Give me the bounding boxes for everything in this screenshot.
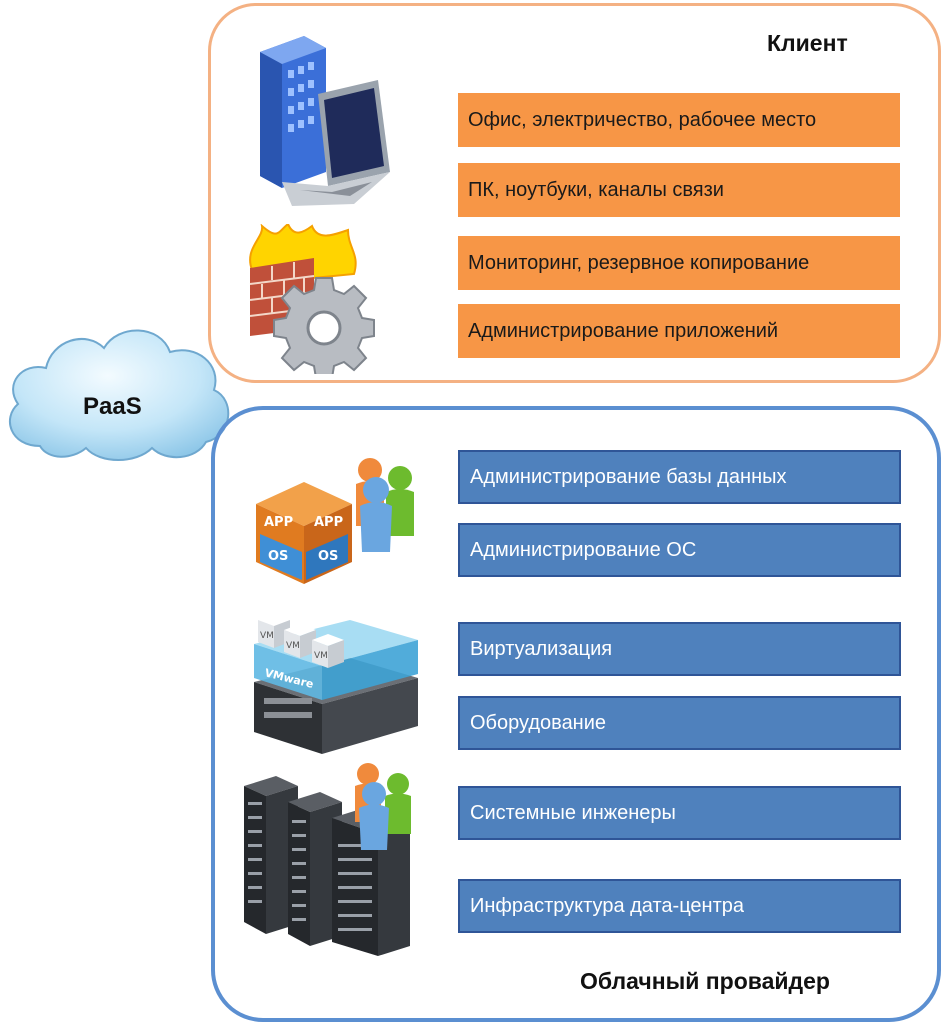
app-os-admins-icon: APP APP OS OS <box>256 458 414 584</box>
paas-cloud-icon <box>8 329 230 461</box>
provider-panel <box>211 406 941 1022</box>
provider-item-db-admin: Администрирование базы данных <box>458 450 901 504</box>
os-label-right: OS <box>318 549 338 564</box>
app-label-left: APP <box>264 515 293 530</box>
client-item-pc: ПК, ноутбуки, каналы связи <box>458 163 900 217</box>
provider-item-engineers: Системные инженеры <box>458 786 901 840</box>
client-item-app-admin: Администрирование приложений <box>458 304 900 358</box>
provider-item-hardware: Оборудование <box>458 696 901 750</box>
provider-item-datacenter: Инфраструктура дата-центра <box>458 879 901 933</box>
datacenter-racks-engineers-icon <box>244 763 411 956</box>
app-label-right: APP <box>314 515 343 530</box>
office-building-laptop-icon <box>260 36 390 206</box>
provider-item-os-admin: Администрирование ОС <box>458 523 901 577</box>
client-panel <box>208 3 941 383</box>
provider-title: Облачный провайдер <box>580 968 830 994</box>
os-label-left: OS <box>268 549 288 564</box>
provider-item-virtualization: Виртуализация <box>458 622 901 676</box>
client-title: Клиент <box>767 30 848 56</box>
vm-label-2: VM <box>286 641 300 651</box>
vmware-server-icon: VMware VM VM VM <box>254 614 418 754</box>
client-item-monitoring: Мониторинг, резервное копирование <box>458 236 900 290</box>
client-item-office: Офис, электричество, рабочее место <box>458 93 900 147</box>
vm-label-1: VM <box>260 631 274 641</box>
paas-label: PaaS <box>83 393 142 420</box>
vm-label-3: VM <box>314 651 328 661</box>
firewall-gear-icon <box>249 224 375 374</box>
